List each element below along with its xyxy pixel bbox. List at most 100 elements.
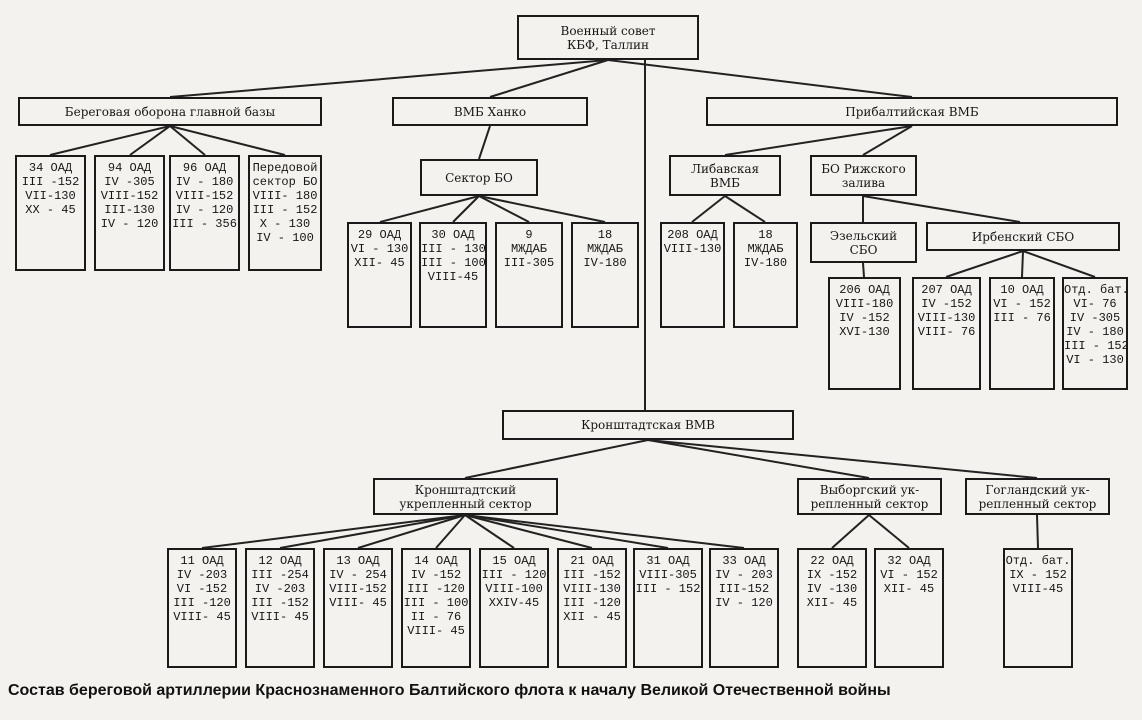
node-line-u10: VI - 152 xyxy=(993,297,1051,311)
node-title-u12: 12 ОАД xyxy=(258,554,302,568)
node-line-u21: VIII-130 xyxy=(563,582,621,596)
node-line-u13: IV - 254 xyxy=(329,568,387,582)
node-line-u30: III - 100 xyxy=(421,256,486,270)
node-line-u15: XXIV-45 xyxy=(488,596,540,610)
connector-line xyxy=(724,195,766,223)
node-title-u10: 10 ОАД xyxy=(1000,283,1044,297)
node-line-u14: IV -152 xyxy=(410,568,462,582)
node-title-kron_sector: Кронштадтский xyxy=(414,482,517,497)
node-title-u22: 22 ОАД xyxy=(810,554,854,568)
connector-line xyxy=(357,514,466,549)
node-line-peredovoy: IV - 100 xyxy=(256,231,314,245)
node-title-root: Военный совет xyxy=(560,23,656,38)
node-title-u14: 14 ОАД xyxy=(414,554,458,568)
node-line-u207: VIII-130 xyxy=(917,311,976,325)
node-line-u12: VIII- 45 xyxy=(251,610,309,624)
node-title-otd1: Отд. бат. xyxy=(1064,283,1129,297)
node-title-hanko: ВМБ Ханко xyxy=(453,104,527,119)
node-line-u22: XII- 45 xyxy=(806,596,858,610)
org-box-bo_main: Береговая оборона главной базы xyxy=(18,97,322,126)
node-line-u32: VI - 152 xyxy=(880,568,938,582)
node-title-u33: 33 ОАД xyxy=(722,554,766,568)
org-box-hanko: ВМБ Ханко xyxy=(392,97,588,126)
node-line-u21: III -120 xyxy=(563,596,621,610)
node-line-u96: VIII-152 xyxy=(175,189,234,203)
node-title-bo_main: Береговая оборона главной базы xyxy=(64,104,276,119)
node-title-peredovoy: Передовой xyxy=(252,161,318,175)
connector-line xyxy=(129,125,171,156)
node-title-u34: 34 ОАД xyxy=(28,161,73,175)
connector-line xyxy=(1036,514,1039,549)
node-line-otd1: IV - 180 xyxy=(1066,325,1124,339)
node-title-u206: 206 ОАД xyxy=(839,283,890,297)
node-line-u10: III - 76 xyxy=(993,311,1051,325)
node-line-otd1: IV -305 xyxy=(1069,311,1121,325)
connector-line xyxy=(691,195,726,223)
node-title-u9: 9 xyxy=(525,228,533,242)
connector-line xyxy=(464,514,669,549)
node-line-u15: III - 120 xyxy=(481,568,547,582)
node-line-u12: III -254 xyxy=(251,568,309,582)
node-line-u12: IV -203 xyxy=(254,582,306,596)
node-line-u31: III - 152 xyxy=(635,582,701,596)
node-line-u96: IV - 180 xyxy=(175,175,234,189)
node-line-u18b: МЖДАБ xyxy=(747,242,784,256)
connector-line xyxy=(1021,250,1024,278)
node-line-kron_sector: укрепленный сектор xyxy=(399,496,532,511)
node-title-u94: 94 ОАД xyxy=(107,161,152,175)
node-line-u96: IV - 120 xyxy=(175,203,234,217)
connector-line xyxy=(478,195,606,223)
node-line-u34: VII-130 xyxy=(25,189,76,203)
node-line-otd2: IX - 152 xyxy=(1009,568,1067,582)
node-line-u94: IV -305 xyxy=(104,175,155,189)
node-line-u206: IV -152 xyxy=(839,311,890,325)
node-line-u13: VIII-152 xyxy=(329,582,387,596)
node-title-irben: Ирбенский СБО xyxy=(971,229,1075,244)
node-line-u21: XII - 45 xyxy=(563,610,621,624)
node-line-u94: IV - 120 xyxy=(100,217,159,231)
connector-line xyxy=(862,195,1021,223)
connector-line xyxy=(464,439,649,479)
node-line-u14: III - 100 xyxy=(403,596,469,610)
connector-line xyxy=(464,514,515,549)
node-title-sektor_bo: Сектор БО xyxy=(445,170,513,185)
node-line-u30: III - 130 xyxy=(421,242,486,256)
connector-line xyxy=(831,514,870,549)
node-line-u12: III -152 xyxy=(251,596,309,610)
org-box-pribalt: Прибалтийская ВМБ xyxy=(706,97,1118,126)
node-line-otd1: VI - 130 xyxy=(1066,353,1124,367)
node-line-u207: VIII- 76 xyxy=(917,325,976,339)
node-line-u31: VIII-305 xyxy=(639,568,697,582)
node-title-u13: 13 ОАД xyxy=(336,554,380,568)
node-line-u18a: IV-180 xyxy=(583,256,627,270)
connector-line xyxy=(452,195,480,223)
connector-line xyxy=(724,125,913,156)
node-title-u31: 31 ОАД xyxy=(646,554,690,568)
node-line-u22: IV -130 xyxy=(806,582,858,596)
node-title-u21: 21 ОАД xyxy=(570,554,614,568)
node-line-u11: III -120 xyxy=(173,596,231,610)
node-line-u33: IV - 120 xyxy=(715,596,773,610)
node-title-u29: 29 ОАД xyxy=(357,228,402,242)
node-line-u15: VIII-100 xyxy=(485,582,543,596)
node-line-u33: IV - 203 xyxy=(715,568,773,582)
node-title-u15: 15 ОАД xyxy=(492,554,536,568)
node-line-u9: III-305 xyxy=(503,256,555,270)
node-line-otd2: VIII-45 xyxy=(1012,582,1064,596)
node-title-kron: Кронштадтская ВМВ xyxy=(581,418,715,432)
node-line-peredovoy: X - 130 xyxy=(259,217,311,231)
node-line-vyborg: репленный сектор xyxy=(810,496,929,511)
